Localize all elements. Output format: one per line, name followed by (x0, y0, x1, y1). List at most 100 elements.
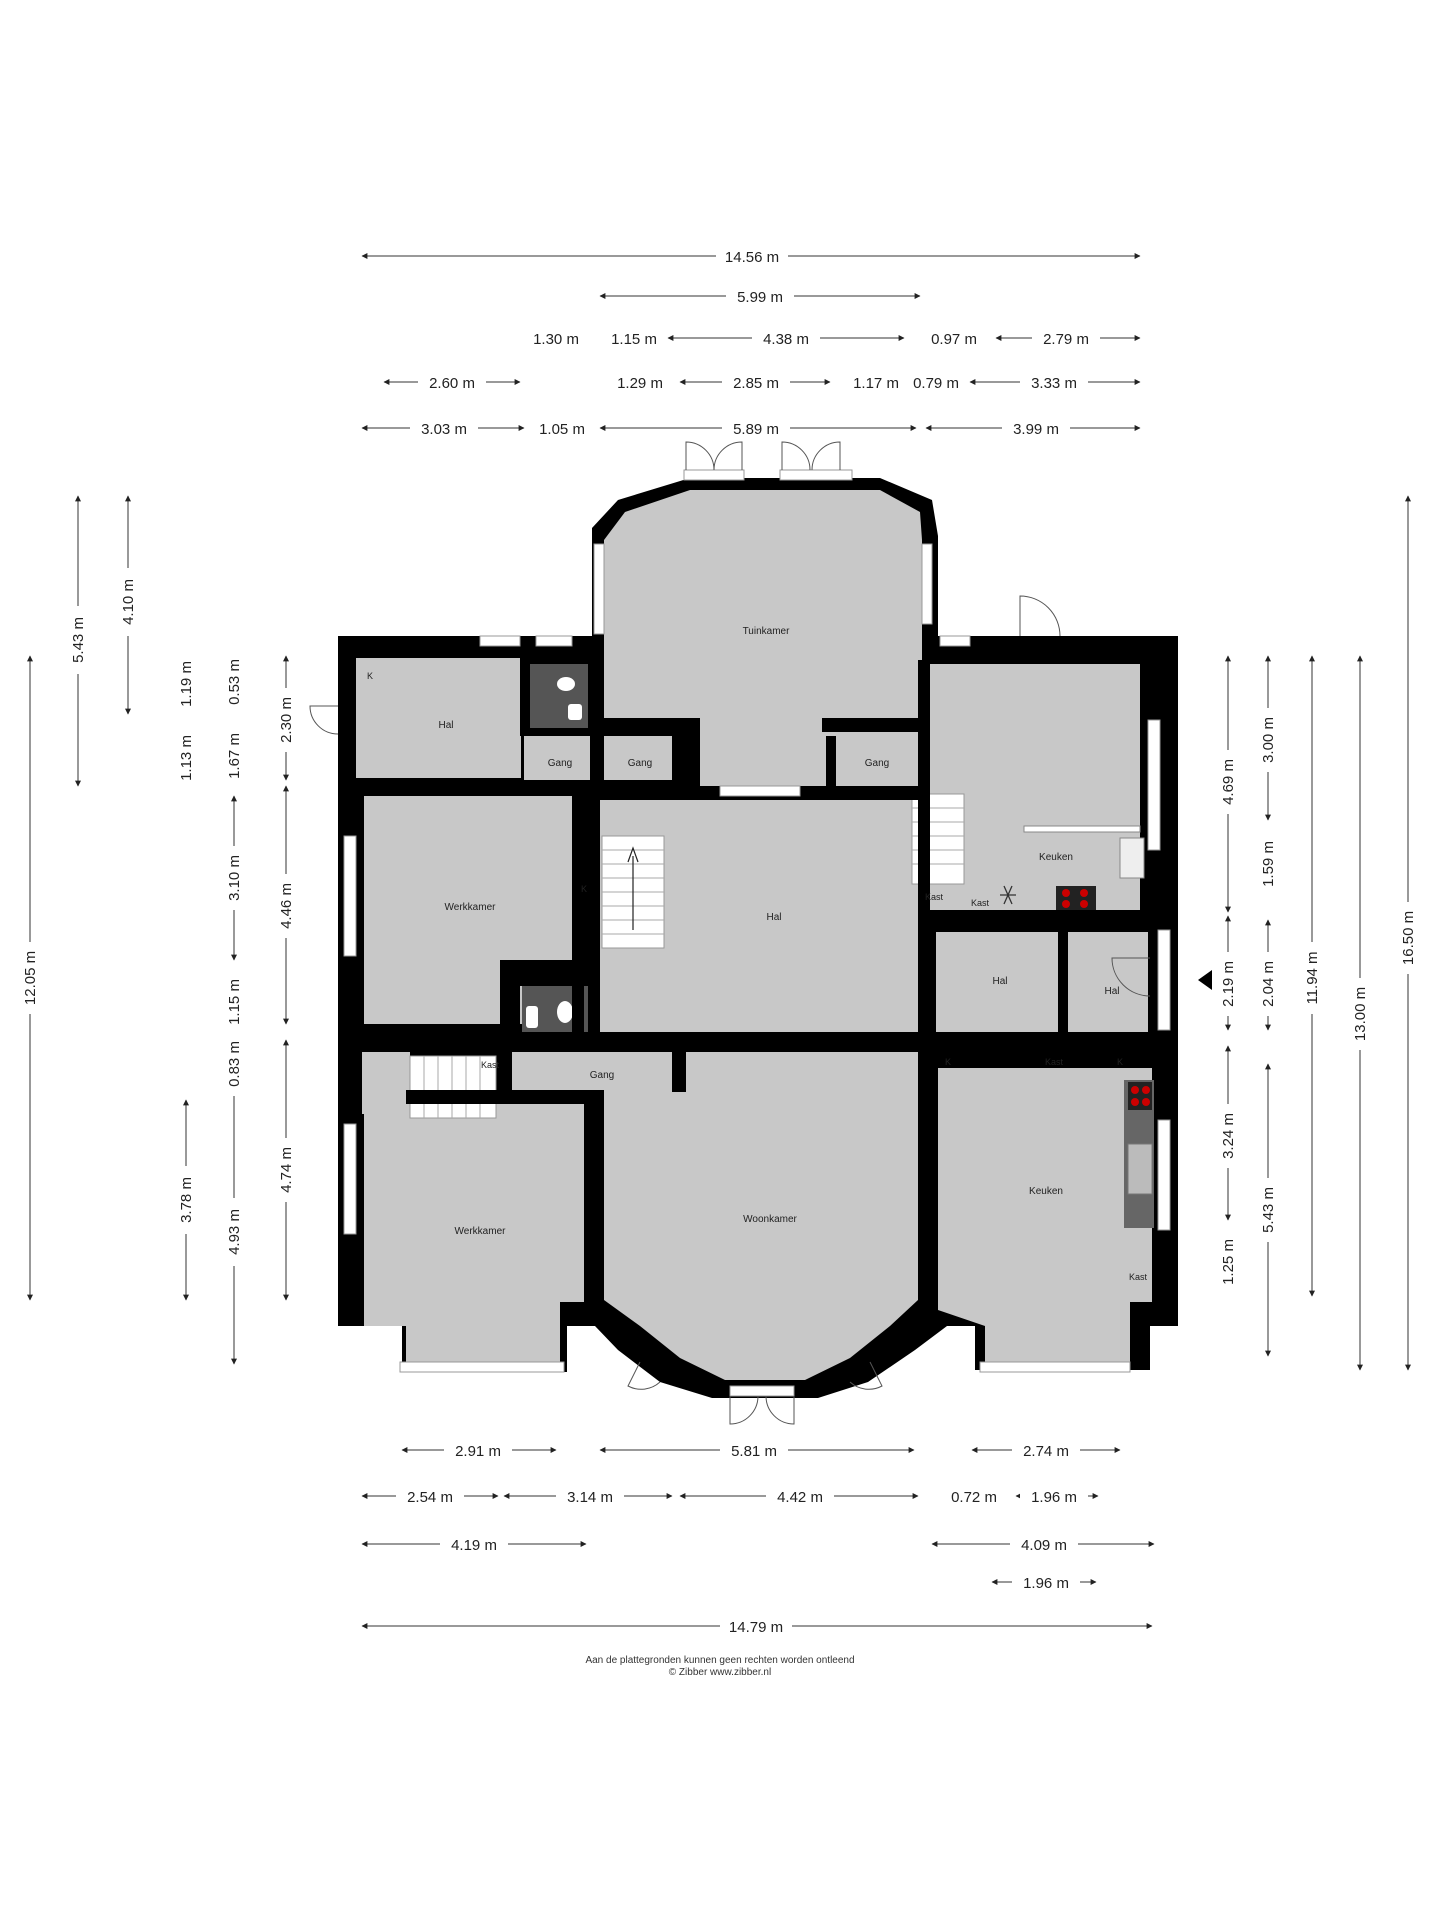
room-label-k-werk: K (581, 884, 587, 894)
room-label-kast-5: Kast (1129, 1272, 1148, 1282)
dim-top-r5-1: 1.05 m (539, 421, 585, 438)
dim-top-total: 14.56 m (725, 249, 779, 266)
window (1157, 1119, 1171, 1231)
dim-bottom-r2-3: 0.72 m (951, 1489, 997, 1506)
stove-burner-icon (1131, 1086, 1139, 1094)
fan-icon (1000, 885, 1016, 905)
door-icon (781, 441, 811, 471)
window (343, 835, 357, 957)
stove-burner-icon (1080, 889, 1088, 897)
room-label-werkkamer-2: Werkkamer (455, 1226, 507, 1237)
room-label-k-e2: K (1117, 1057, 1123, 1067)
dim-bottom-r2-2: 4.42 m (777, 1489, 823, 1506)
dim-bottom-r1-0: 2.91 m (455, 1443, 501, 1460)
dim-top-r5-3: 3.99 m (1013, 421, 1059, 438)
dim-bottom-r2-4: 1.96 m (1031, 1489, 1077, 1506)
window (1157, 929, 1171, 1031)
window (593, 543, 605, 635)
sink-icon (568, 704, 582, 720)
dim-right-c1-0: 4.69 m (1220, 759, 1237, 805)
dim-bottom-r3-0: 4.19 m (451, 1537, 497, 1554)
stove-burner-icon (1062, 889, 1070, 897)
kitchen-2-counter (1124, 1080, 1154, 1228)
door-icon (627, 1361, 661, 1390)
stove-burner-icon (1142, 1098, 1150, 1106)
window (1147, 719, 1161, 851)
building: Tuinkamer Hal K Gang Gang Gang Werkkamer… (309, 441, 1212, 1425)
entrance-arrow-icon (1198, 970, 1212, 990)
dim-top-r3-1: 1.15 m (611, 331, 657, 348)
stove-burner-icon (1080, 900, 1088, 908)
window (343, 1123, 357, 1235)
dim-top-r3-2: 4.38 m (763, 331, 809, 348)
door-icon (713, 441, 743, 471)
sink-icon (1127, 1143, 1153, 1195)
dim-left-c6-1: 4.46 m (278, 883, 295, 929)
door-icon (849, 1361, 883, 1390)
room-label-kast-3: Kast (481, 1060, 500, 1070)
dim-bottom-r2-0: 2.54 m (407, 1489, 453, 1506)
door-icon (765, 1395, 795, 1425)
interior-walls (356, 636, 1162, 1326)
dim-top-r5-2: 5.89 m (733, 421, 779, 438)
dim-right-c3: 11.94 m (1304, 951, 1321, 1004)
dim-left-c5-5: 4.93 m (226, 1209, 243, 1255)
room-label-hal-nw: Hal (438, 720, 453, 731)
toilet-icon (557, 677, 575, 691)
door-icon (309, 705, 339, 735)
doors (309, 441, 1151, 1425)
dim-top-r3-0: 1.30 m (533, 331, 579, 348)
copyright-text: © Zibber www.zibber.nl (668, 1667, 772, 1678)
room-label-kast-2: Kast (971, 898, 990, 908)
dim-left-c4-0: 1.13 m (178, 735, 195, 781)
room-label-keuken-2: Keuken (1029, 1186, 1063, 1197)
dim-bottom-r2-1: 3.14 m (567, 1489, 613, 1506)
disclaimer-text: Aan de plattegronden kunnen geen rechten… (585, 1655, 855, 1666)
window (921, 543, 933, 625)
room-label-hal-e2: Hal (1104, 986, 1119, 997)
door-icon (1111, 957, 1151, 997)
disclaimer-footer: Aan de plattegronden kunnen geen rechten… (0, 1655, 1440, 1679)
window (683, 469, 745, 481)
room-labels: Tuinkamer Hal K Gang Gang Gang Werkkamer… (367, 626, 1148, 1282)
dim-left-c5-1: 0.53 m (226, 659, 243, 705)
dim-bottom-r4: 1.96 m (1023, 1575, 1069, 1592)
window (729, 1385, 795, 1397)
dim-right-c2-3: 5.43 m (1260, 1187, 1277, 1233)
floor-tuinkamer (604, 490, 922, 790)
dim-left-c5-3: 1.15 m (226, 979, 243, 1025)
dim-right-c1-1: 2.19 m (1220, 961, 1237, 1007)
dim-left-c3: 4.10 m (120, 579, 137, 625)
door-icon (685, 441, 715, 471)
window (535, 635, 573, 647)
room-label-werkkamer-1: Werkkamer (445, 902, 497, 913)
floor-gang-2 (604, 736, 672, 780)
floor-gang-3 (840, 736, 920, 786)
dim-left-c6-2: 4.74 m (278, 1147, 295, 1193)
floor-keuken-1 (930, 664, 1140, 910)
dim-left-c5-4: 0.83 m (226, 1041, 243, 1087)
room-floors (356, 490, 1152, 1380)
window (399, 1361, 565, 1373)
window (979, 1361, 1131, 1373)
dim-left-c2: 5.43 m (70, 617, 87, 663)
dim-right-c1-2: 3.24 m (1220, 1113, 1237, 1159)
room-label-woonkamer: Woonkamer (743, 1214, 797, 1225)
room-label-k-e1: K (945, 1057, 951, 1067)
room-label-gang-2: Gang (628, 758, 652, 769)
dim-top-r3-3: 0.97 m (931, 331, 977, 348)
dim-top-r5-0: 3.03 m (421, 421, 467, 438)
room-label-gang-1: Gang (548, 758, 572, 769)
dim-top-r4-5: 3.33 m (1031, 375, 1077, 392)
dim-right-c2-0: 3.00 m (1260, 717, 1277, 763)
window (719, 785, 801, 797)
stove-burner-icon (1142, 1086, 1150, 1094)
dim-top-r3-4: 2.79 m (1043, 331, 1089, 348)
room-label-kast-4: Kast (1045, 1057, 1064, 1067)
dim-right-c2-1: 1.59 m (1260, 841, 1277, 887)
room-label-hal-e1: Hal (992, 976, 1007, 987)
dim-right-c4: 13.00 m (1352, 987, 1369, 1041)
dim-top-r4-4: 0.79 m (913, 375, 959, 392)
dim-left-c1: 12.05 m (22, 951, 39, 1005)
